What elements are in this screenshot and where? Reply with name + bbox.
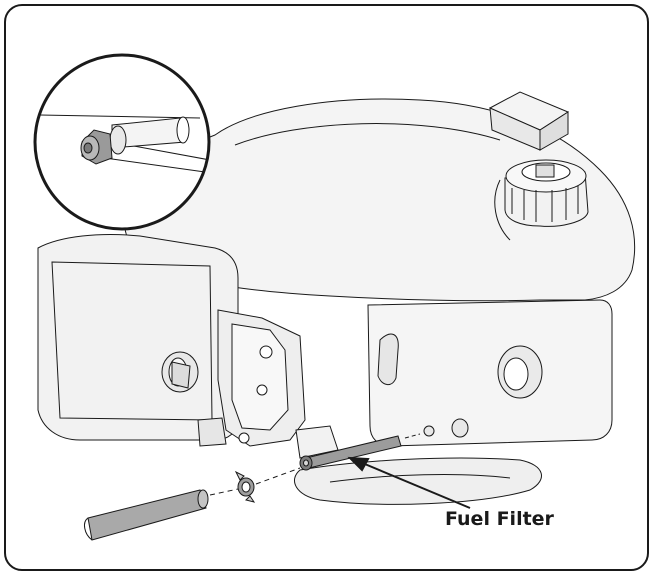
- hose-clamp: [234, 470, 256, 503]
- fuel-hose: [84, 489, 209, 541]
- inset-fitting-nut: [80, 129, 113, 165]
- engine-front-housing: [37, 234, 239, 441]
- inline-fuel-filter: [299, 425, 435, 471]
- magnified-inset: [33, 53, 211, 231]
- callout-arrow: [347, 456, 471, 509]
- oil-filler-tab: [488, 91, 570, 151]
- fuel-cap: [504, 159, 589, 227]
- fuel-tank: [367, 299, 613, 447]
- fuel-filter-label: Fuel Filter: [445, 508, 554, 530]
- engine-base: [294, 457, 542, 505]
- carburetor-bracket: [197, 309, 339, 459]
- assembly-line: [209, 467, 301, 496]
